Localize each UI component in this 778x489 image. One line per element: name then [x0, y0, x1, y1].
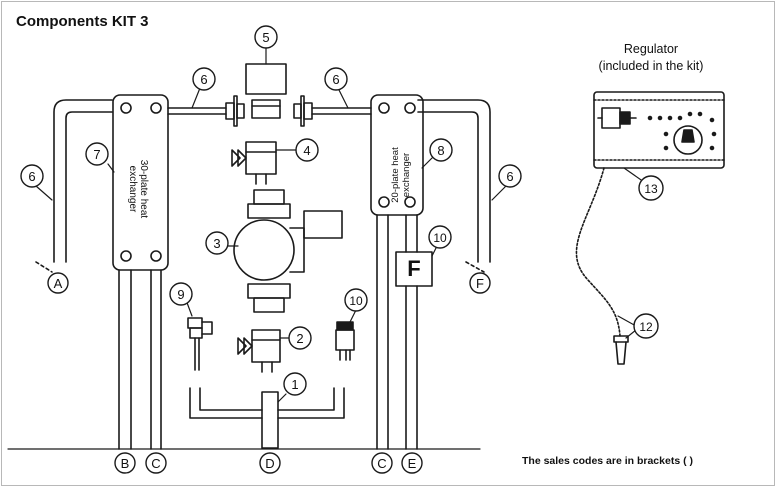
- svg-text:E: E: [408, 456, 417, 471]
- svg-text:C: C: [151, 456, 160, 471]
- left-connector: [167, 95, 245, 127]
- svg-text:1: 1: [291, 377, 298, 392]
- callout-2: 2: [288, 326, 312, 350]
- svg-text:D: D: [265, 456, 274, 471]
- svg-text:9: 9: [177, 287, 184, 302]
- diagram-title: Components KIT 3: [16, 13, 149, 30]
- svg-text:13: 13: [644, 182, 658, 196]
- callout-13: 13: [638, 175, 664, 201]
- callout-6-far-right: 6: [498, 164, 522, 188]
- svg-text:3: 3: [213, 236, 220, 251]
- callout-10: 10: [344, 288, 368, 312]
- pipes-c-e: [376, 214, 418, 450]
- svg-text:8: 8: [437, 143, 444, 158]
- right-connector: [293, 95, 372, 127]
- svg-text:A: A: [54, 276, 63, 291]
- pump-3: [233, 189, 343, 313]
- port-a: A: [47, 272, 69, 294]
- heat-exchanger-20-label: 20-plate heat exchanger: [390, 147, 412, 203]
- port-f: F: [469, 272, 491, 294]
- regulator-caption: Regulator (included in the kit): [576, 41, 726, 75]
- heat-exchanger-30: [112, 94, 169, 271]
- callout-4: 4: [295, 138, 319, 162]
- callout-11: 10: [428, 225, 452, 249]
- flow-meter-letter: F: [407, 256, 421, 281]
- svg-text:B: B: [121, 456, 130, 471]
- svg-text:6: 6: [332, 72, 339, 87]
- svg-text:6: 6: [28, 169, 35, 184]
- port-c-right: C: [371, 452, 393, 474]
- callout-9: 9: [169, 282, 193, 306]
- heat-exchanger-30-label: 30-plate heat exchanger: [127, 159, 149, 219]
- regulator-caption-line1: Regulator: [623, 42, 679, 56]
- sensor-10: [335, 321, 355, 361]
- svg-text:10: 10: [349, 294, 363, 308]
- callout-1: 1: [283, 372, 307, 396]
- svg-text:2: 2: [296, 331, 303, 346]
- safety-valve-9: [187, 317, 213, 371]
- sales-codes-note: The sales codes are in brackets ( ): [522, 455, 693, 467]
- fitting-5: [245, 63, 287, 119]
- callout-6-right: 6: [324, 67, 348, 91]
- right-flex-pipe: [417, 99, 491, 273]
- flow-meter-box: [395, 251, 433, 287]
- svg-text:4: 4: [303, 143, 310, 158]
- svg-text:6: 6: [200, 72, 207, 87]
- sensor-probe-12: [575, 167, 629, 365]
- ball-valve-2: [237, 329, 281, 373]
- callout-8: 8: [429, 138, 453, 162]
- svg-text:5: 5: [262, 30, 269, 45]
- svg-text:F: F: [476, 276, 484, 291]
- svg-text:10: 10: [433, 231, 447, 245]
- heat-exchanger-20: [370, 94, 424, 216]
- regulator-caption-line2: (included in the kit): [598, 59, 704, 73]
- svg-text:7: 7: [93, 147, 100, 162]
- regulator-13: [593, 91, 725, 169]
- left-flex-pipe: [35, 99, 113, 273]
- callout-7: 7: [85, 142, 109, 166]
- manifold-1: [189, 387, 345, 449]
- callout-12: 12: [633, 313, 659, 339]
- svg-text:C: C: [377, 456, 386, 471]
- svg-text:12: 12: [639, 320, 653, 334]
- callout-3: 3: [205, 231, 229, 255]
- port-b: B: [114, 452, 136, 474]
- callout-5: 5: [254, 25, 278, 49]
- port-c-left: C: [145, 452, 167, 474]
- svg-text:6: 6: [506, 169, 513, 184]
- callout-6-far-left: 6: [20, 164, 44, 188]
- callout-6-left: 6: [192, 67, 216, 91]
- port-d: D: [259, 452, 281, 474]
- pipes-b-c: [118, 269, 162, 450]
- port-e: E: [401, 452, 423, 474]
- ball-valve-4: [231, 141, 277, 185]
